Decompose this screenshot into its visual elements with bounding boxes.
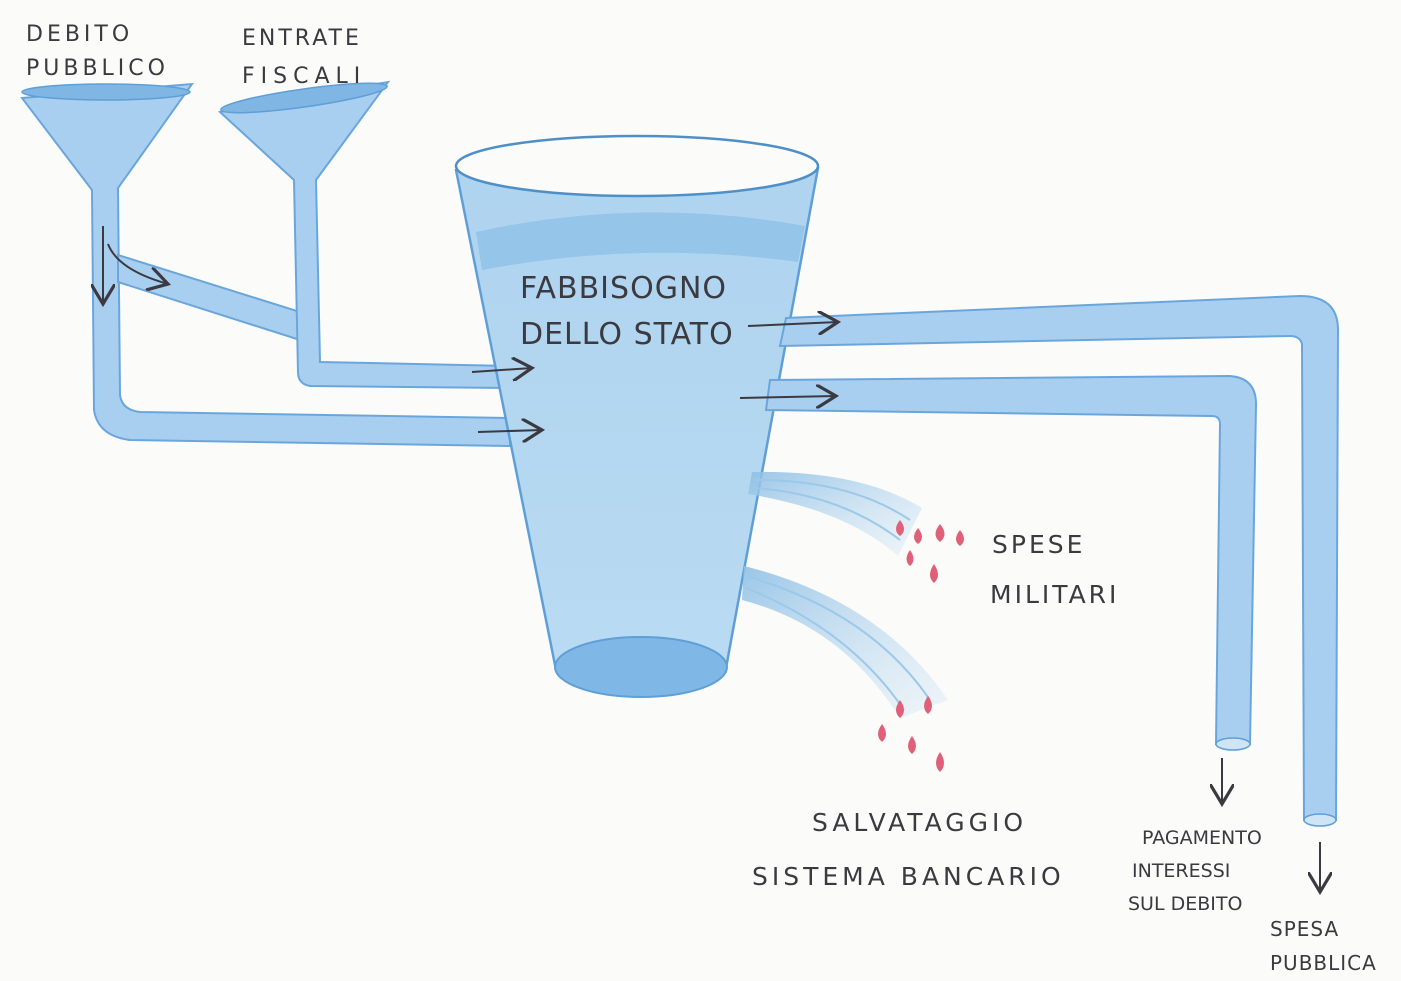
label-fabbisogno-line2: DELLO STATO [520, 317, 734, 352]
arrow-debito-in [477, 430, 542, 432]
label-salvataggio-line2: SISTEMA BANCARIO [752, 862, 1065, 891]
funnel-entrate-fiscali [217, 80, 511, 390]
pipe-spesa-pubblica [778, 294, 1340, 827]
pipe-pagamento-interessi [764, 374, 1258, 751]
label-salvataggio-line1: SALVATAGGIO [812, 808, 1028, 837]
label-salvataggio: SALVATAGGIO SISTEMA BANCARIO [752, 796, 1065, 904]
label-entrate-line2: FISCALI [242, 64, 367, 89]
leak-salvataggio [742, 566, 948, 718]
label-entrate-line1: ENTRATE [242, 26, 362, 51]
arrow-entrate-in [471, 368, 532, 372]
label-pagamento-interessi: PAGAMENTO INTERESSI SUL DEBITO [1128, 822, 1262, 921]
label-entrate-fiscali: ENTRATE FISCALI [242, 20, 366, 96]
drops-spese-militari [896, 520, 964, 583]
flow-arrows [103, 226, 1320, 892]
arrow-out-interessi [739, 396, 836, 398]
label-debito-line2: PUBBLICO [26, 56, 169, 81]
leak-spese-militari [748, 471, 922, 556]
label-spesa-pubblica: SPESA PUBBLICA [1270, 912, 1377, 980]
label-spese-line1: SPESE [992, 530, 1086, 559]
vessel-fabbisogno [454, 134, 820, 698]
label-fabbisogno-line1: FABBISOGNO [520, 271, 727, 306]
label-fabbisogno: FABBISOGNO DELLO STATO [520, 266, 734, 358]
arrow-debito-branch [107, 243, 168, 284]
label-spesa-line1: SPESA [1270, 917, 1340, 941]
label-pagamento-line2: INTERESSI [1132, 860, 1231, 882]
label-pagamento-line1: PAGAMENTO [1142, 827, 1262, 849]
label-spese-line2: MILITARI [990, 580, 1120, 609]
label-debito-line1: DEBITO [26, 22, 134, 47]
drops-salvataggio [878, 696, 944, 772]
label-debito-pubblico: DEBITO PUBBLICO [26, 18, 169, 86]
label-pagamento-line3: SUL DEBITO [1128, 893, 1243, 915]
label-spese-militari: SPESE MILITARI [990, 520, 1119, 620]
arrow-out-spesa [747, 322, 838, 326]
pipe-debito-branch [117, 253, 301, 342]
label-spesa-line2: PUBBLICA [1270, 951, 1377, 975]
